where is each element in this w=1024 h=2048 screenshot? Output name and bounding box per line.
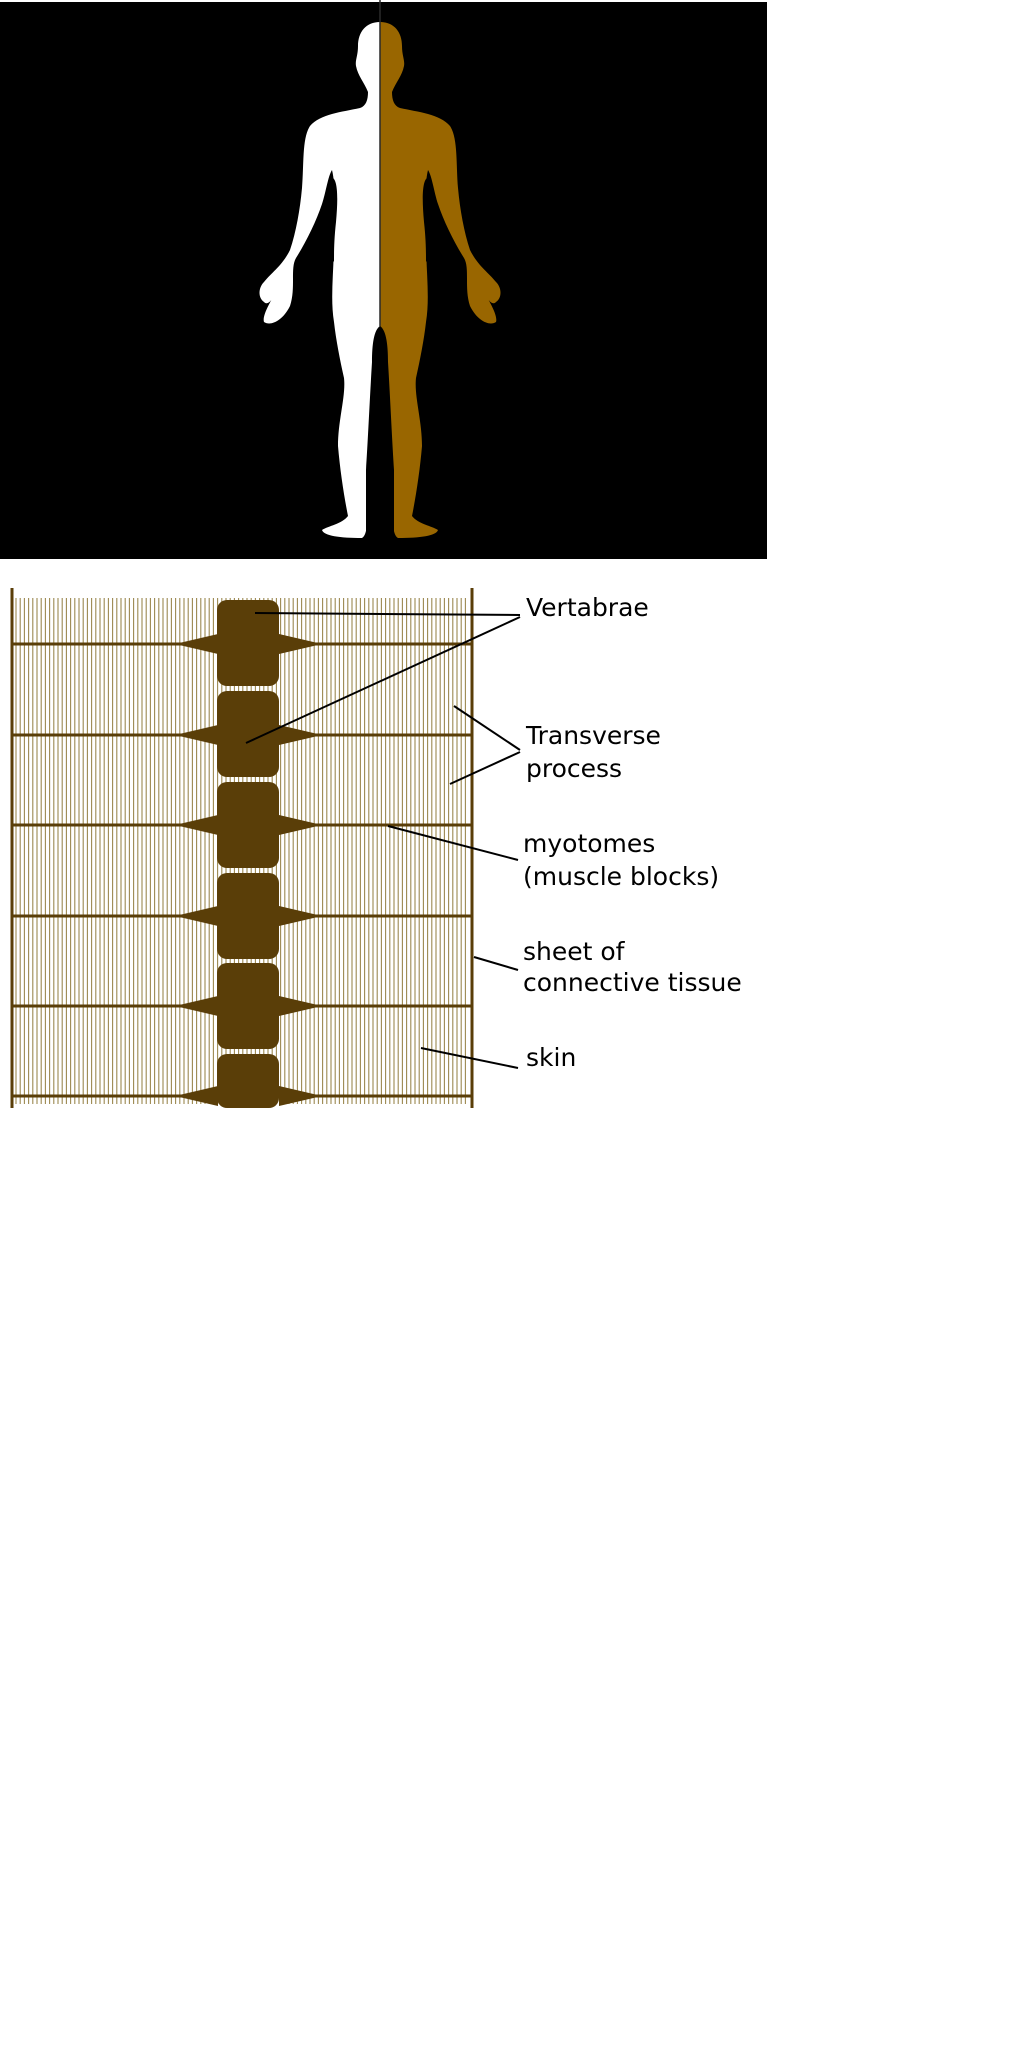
- silhouette-leg-gap: [366, 326, 394, 536]
- transverse-process-left: [175, 1086, 218, 1106]
- silhouette-left-half: [259, 22, 380, 538]
- label-myotomes-line1: myotomes: [523, 829, 655, 858]
- label-sheet-line2: connective tissue: [523, 968, 742, 997]
- label-vertebrae: Vertabrae: [526, 593, 649, 622]
- vertebra-body: [220, 893, 276, 939]
- transverse-process-left: [175, 815, 218, 835]
- transverse-process-left: [175, 634, 218, 654]
- pointer-vertebrae-b: [245, 616, 521, 744]
- transverse-process-right: [279, 815, 322, 835]
- vertebral-column: [217, 600, 279, 1108]
- transverse-process-right: [279, 906, 322, 926]
- label-sheet-line1: sheet of: [523, 937, 626, 966]
- transverse-process-right: [279, 634, 322, 654]
- vertebra-body: [220, 620, 276, 666]
- transverse-process-right: [279, 725, 322, 745]
- transverse-process-left: [175, 906, 218, 926]
- transverse-process-left: [175, 725, 218, 745]
- silhouette-panel: [0, 0, 767, 559]
- human-silhouette: [259, 0, 501, 538]
- pointer-vertebrae-a: [254, 612, 521, 616]
- silhouette-left-arm-gap: [322, 178, 338, 262]
- pointer-sheet: [473, 956, 519, 971]
- segment-diagram: [10, 588, 474, 1108]
- vertebra-body: [220, 983, 276, 1029]
- pointer-transverse-a: [453, 705, 521, 751]
- vertebra-body: [220, 1074, 276, 1088]
- label-transverse-line2: process: [526, 754, 622, 783]
- label-myotomes-line2: (muscle blocks): [523, 862, 719, 891]
- transverse-processes: [175, 634, 322, 1106]
- vertebra-body: [220, 802, 276, 848]
- label-transverse-line1: Transverse: [525, 721, 661, 750]
- transverse-process-right: [279, 1086, 322, 1106]
- labels: Vertabrae Transverse process myotomes (m…: [523, 593, 742, 1072]
- pointer-skin: [420, 1047, 519, 1069]
- transverse-process-left: [175, 996, 218, 1016]
- pointer-lines: [245, 612, 521, 1069]
- label-skin: skin: [526, 1043, 576, 1072]
- transverse-process-right: [279, 996, 322, 1016]
- pointer-myotomes: [387, 825, 519, 861]
- pointer-transverse-b: [449, 751, 521, 785]
- silhouette-right-arm-gap: [422, 178, 438, 262]
- silhouette-right-half: [380, 22, 501, 538]
